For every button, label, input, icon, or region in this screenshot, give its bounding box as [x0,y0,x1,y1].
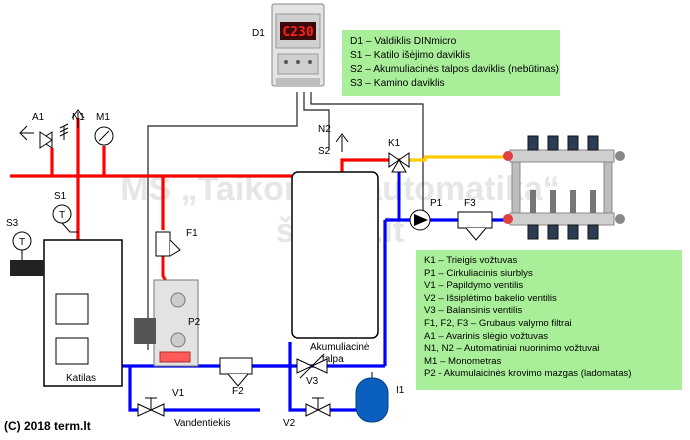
air-vent-n1 [71,109,85,128]
label-s3: S3 [6,218,19,229]
sensor-s3: T [12,231,32,260]
safety-valve-a1 [19,123,69,149]
filter-f2 [219,357,253,387]
copyright: (C) 2018 term.lt [4,419,91,433]
label-i1: I1 [396,385,405,396]
fill-valve-v1 [137,397,165,417]
svg-text:T: T [19,237,25,248]
label-boiler: Katilas [66,373,96,384]
legend-bottom-item: V2 – Išsiplėtimo bakelio ventilis [424,292,557,304]
d1-display-text: C230 [282,25,313,40]
legend-top-item: S1 – Katilo išėjimo daviklis [350,50,471,61]
supply-pipe-yellow [404,155,510,162]
label-v1: V1 [172,388,185,399]
expansion-valve-v2 [305,397,331,417]
label-tank-line2: talpa [322,354,344,365]
manometer-m1 [94,126,114,146]
label-d1: D1 [252,28,265,39]
label-k1: K1 [388,138,401,149]
label-f3: F3 [464,198,476,209]
legend-top-item: S2 – Akumuliacinės talpos daviklis (nebū… [350,64,559,75]
label-s2: S2 [318,146,331,157]
legend-bottom-item: F1, F2, F3 – Grubaus valymo filtrai [424,317,572,329]
label-p1: P1 [430,198,443,209]
legend-bottom-item: A1 – Avarinis slėgio vožtuvas [424,330,549,342]
label-m1: M1 [96,112,110,123]
controller-d1: C230 [271,3,325,87]
legend-bottom-item: V1 – Papildymo ventilis [424,280,524,292]
legend-top: D1 – Valdiklis DINmicro S1 – Katilo išėj… [342,30,560,96]
legend-bottom-item: K1 – Trieigis vožtuvas [424,255,518,266]
legend-bottom-item: N1, N2 – Automatiniai nuorinimo vožtuvai [424,343,600,355]
label-a1: A1 [32,112,45,123]
label-water-supply: Vandentiekis [174,418,231,429]
expansion-vessel-i1 [355,372,389,423]
label-n1: N1 [72,112,85,123]
legend-top-item: S3 – Kamino daviklis [350,78,445,89]
three-way-valve-k1 [388,152,410,173]
legend-bottom-item: P1 – Cirkuliacinis siurblys [424,267,533,279]
balancing-valve-v3 [296,353,328,379]
circulation-pump-p1 [409,209,431,231]
legend-bottom-item: P2 - Akumulaicinės krovimo mazgas (ladom… [424,368,632,380]
svg-text:T: T [59,210,65,221]
legend-top-item: D1 – Valdiklis DINmicro [350,36,457,47]
boiler [10,239,123,387]
label-f1: F1 [186,228,198,239]
heating-manifold [503,135,625,240]
loading-unit-p2 [134,279,199,367]
label-p2: P2 [188,317,201,328]
label-s1: S1 [54,191,67,202]
legend-bottom-item: M1 – Monometras [424,355,502,367]
label-n2: N2 [318,124,331,135]
label-v2: V2 [283,418,296,429]
air-vent-n2 [335,133,349,152]
label-f2: F2 [232,386,244,397]
sensor-s1: T [52,204,78,233]
filter-f1 [155,231,181,257]
label-tank-line1: Akumuliacinė [310,342,370,353]
sensor-wires [147,92,424,350]
legend-bottom-item: V3 – Balansinis ventilis [424,305,523,317]
label-v3: V3 [306,376,319,387]
legend-bottom: K1 – Trieigis vožtuvas P1 – Cirkuliacini… [416,250,682,390]
accumulation-tank [291,171,379,339]
filter-f3 [457,211,493,241]
